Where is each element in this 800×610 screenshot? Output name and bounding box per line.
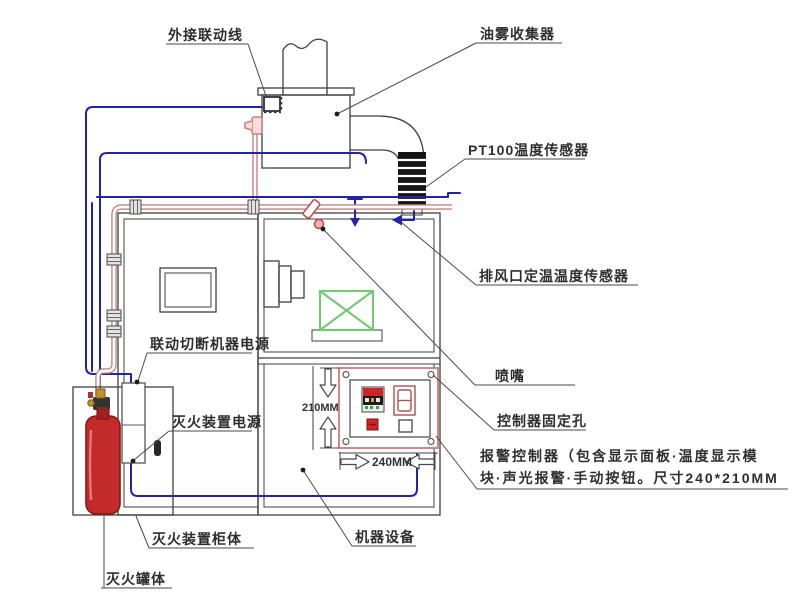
leader-extinguisher-power bbox=[133, 430, 170, 461]
corner-hole bbox=[342, 371, 350, 378]
dimension-width: 240MM bbox=[339, 452, 438, 470]
pedestal bbox=[311, 329, 383, 342]
collector-lid bbox=[257, 87, 355, 96]
wiring-blue bbox=[85, 106, 461, 497]
label-oil-mist-collector: 油雾收集器 bbox=[480, 26, 555, 42]
labels: 外接联动线 油雾收集器 PT100温度传感器 排风口定温温度传感器 喷嘴 控制器… bbox=[101, 26, 788, 589]
pipe-fitting bbox=[106, 253, 122, 266]
label-linkage-cutoff-power: 联动切断机器电源 bbox=[150, 336, 270, 352]
spindle bbox=[263, 260, 305, 308]
label-nozzle: 喷嘴 bbox=[495, 368, 525, 384]
machine-window bbox=[159, 267, 217, 313]
linkage-connector bbox=[263, 96, 283, 114]
pipe-fitting bbox=[106, 309, 122, 322]
alarm-control-panel bbox=[338, 367, 439, 449]
leader-external-linkage bbox=[247, 43, 267, 97]
dim-arrow-right bbox=[340, 453, 370, 470]
label-exhaust-temp-sensor: 排风口定温温度传感器 bbox=[479, 268, 629, 284]
dim-arrow-left bbox=[405, 453, 435, 470]
digital-display bbox=[393, 385, 416, 416]
exhaust-duct-top bbox=[282, 38, 328, 95]
leader-linkage-cutoff bbox=[137, 352, 148, 382]
pipe-fitting bbox=[106, 325, 122, 338]
label-controller-fixing-holes: 控制器固定孔 bbox=[497, 413, 587, 429]
leader-pt100 bbox=[425, 158, 466, 188]
corner-hole bbox=[342, 438, 350, 445]
leader-alarm-controller bbox=[435, 435, 478, 490]
dim-arrow-up bbox=[319, 416, 337, 448]
dim-height-text: 210MM bbox=[302, 402, 339, 414]
manual-button-red bbox=[366, 418, 379, 431]
dimension-height: 210MM bbox=[302, 366, 339, 450]
corner-hole bbox=[427, 438, 435, 445]
machine-chamber bbox=[263, 218, 435, 353]
corner-hole bbox=[427, 371, 435, 378]
machine-left-panel bbox=[117, 212, 259, 516]
leader-exhaust-sensor bbox=[400, 221, 477, 286]
pipe-fitting bbox=[129, 199, 142, 215]
manual-button-white bbox=[398, 419, 413, 433]
label-alarm-controller-line2: 块·声光报警·手动按钮。尺寸240*210MM bbox=[480, 470, 779, 486]
label-extinguisher-tank: 灭火罐体 bbox=[105, 571, 166, 587]
oil-mist-collector bbox=[244, 38, 426, 216]
workpiece-table bbox=[311, 289, 383, 342]
blue-wire-sensor-line bbox=[96, 192, 461, 198]
dim-arrow-down bbox=[319, 368, 337, 398]
blue-wire-collector-to-power bbox=[85, 106, 263, 384]
leader-cabinet bbox=[135, 515, 150, 549]
tank-neck bbox=[96, 408, 110, 420]
label-alarm-controller-line1: 报警控制器（包含显示面板·温度显示模 bbox=[480, 448, 759, 464]
dim-width-text: 240MM bbox=[372, 455, 412, 469]
nozzle bbox=[302, 199, 325, 230]
leader-lines bbox=[103, 42, 495, 588]
pipe-fitting bbox=[247, 199, 260, 215]
leader-controller-holes bbox=[432, 374, 495, 431]
label-external-linkage: 外接联动线 bbox=[168, 27, 243, 43]
machine-body bbox=[117, 212, 441, 516]
label-machine-equipment: 机器设备 bbox=[355, 529, 415, 545]
red-pipe bbox=[95, 199, 452, 402]
label-pt100-sensor: PT100温度传感器 bbox=[468, 142, 589, 158]
extinguisher-tank bbox=[85, 388, 121, 515]
linkage-plug bbox=[244, 116, 263, 206]
temperature-display-module bbox=[361, 386, 385, 413]
label-extinguisher-power: 灭火装置电源 bbox=[171, 414, 262, 430]
leader-oil-mist bbox=[336, 42, 477, 115]
blue-wire-to-valve bbox=[99, 152, 367, 399]
duct-sensor-symbol bbox=[392, 210, 415, 226]
tank-highlight bbox=[88, 429, 93, 501]
power-supply-box bbox=[121, 382, 146, 464]
leader-nozzle bbox=[322, 228, 476, 386]
cabinet-handle bbox=[154, 440, 161, 456]
label-extinguisher-cabinet: 灭火装置柜体 bbox=[151, 531, 242, 547]
leader-machine bbox=[302, 469, 353, 547]
blue-wire-power-to-controller bbox=[130, 453, 418, 497]
